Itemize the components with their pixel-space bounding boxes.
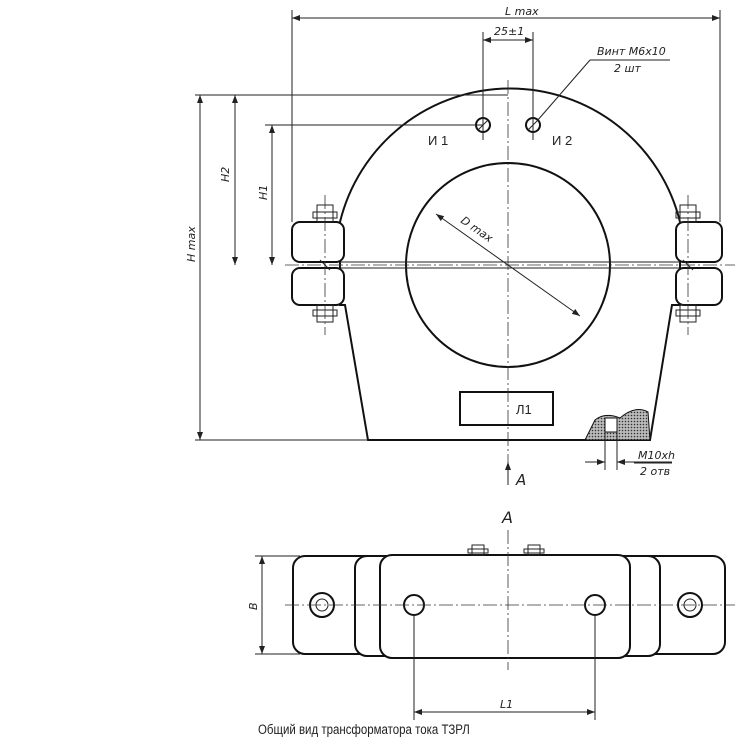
h-max-label: H max (185, 226, 198, 262)
right-upper-flange (675, 221, 723, 263)
l-max-label: L max (505, 5, 539, 18)
figure-caption: Общий вид трансформатора тока ТЗРЛ (258, 722, 470, 737)
left-upper-flange (291, 221, 345, 263)
view-arrow-label: A (515, 471, 526, 489)
h1-label: H1 (257, 185, 270, 200)
h2-label: H2 (219, 167, 232, 182)
screw-note: Винт М6х10 (597, 45, 666, 58)
tolerance-label: 25±1 (494, 25, 524, 38)
screw-qty: 2 шт (614, 62, 642, 75)
left-lower-flange (291, 267, 345, 306)
view-a-label: A (501, 508, 513, 527)
transformer-view-a (285, 530, 735, 670)
terminal-1-label: И 1 (428, 133, 448, 148)
thread-note: M10xh (638, 449, 675, 462)
terminal-2-label: И 2 (552, 133, 572, 148)
l1-label: L1 (500, 698, 513, 711)
b-label: B (247, 602, 260, 610)
nameplate (459, 391, 554, 426)
right-lower-flange (675, 267, 723, 306)
nameplate-label: Л1 (516, 402, 532, 417)
thread-qty: 2 отв (640, 465, 670, 478)
